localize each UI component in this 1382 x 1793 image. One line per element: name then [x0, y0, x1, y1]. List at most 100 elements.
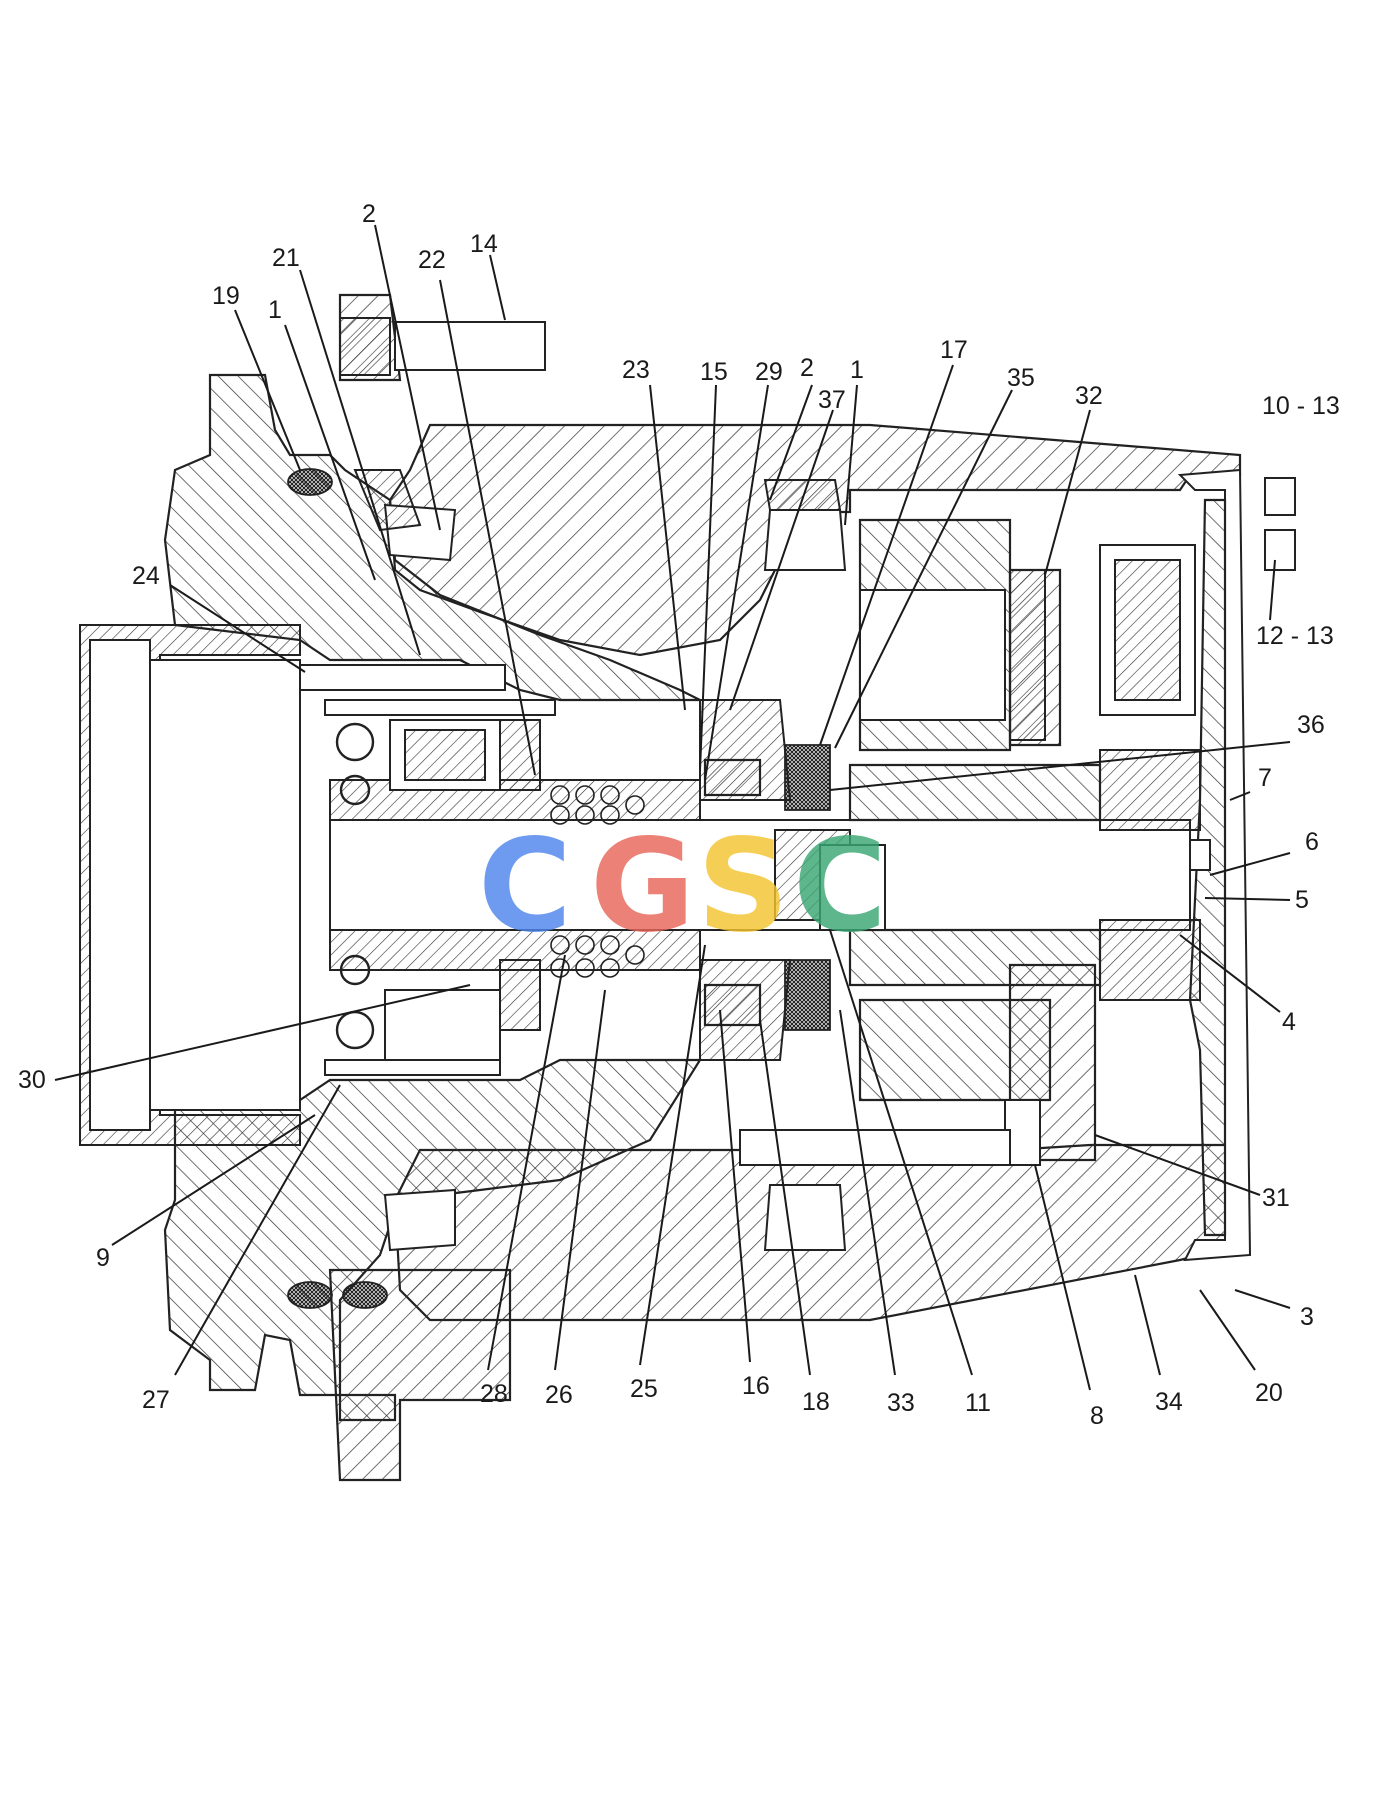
leader-2-top [374, 224, 441, 531]
watermark-letter-c1: C [478, 812, 572, 961]
callout-32: 32 [1075, 382, 1103, 410]
end-cover [1177, 468, 1252, 1262]
central-shaft-assembly [329, 749, 1201, 1001]
callout-27: 27 [142, 1386, 170, 1414]
planet-gear-right-upper-teeth [1114, 559, 1181, 701]
leader-33 [839, 1009, 896, 1376]
leader-21 [299, 269, 421, 656]
leader-34 [1134, 1274, 1161, 1376]
callout-26: 26 [545, 1381, 573, 1409]
inner-ring-upper [499, 719, 541, 791]
planet-spacer-32 [1009, 569, 1046, 741]
callout-21: 21 [272, 244, 300, 272]
leader-5 [1204, 897, 1291, 901]
brake-assembly [699, 699, 886, 1061]
callout-17: 17 [940, 336, 968, 364]
callout-31: 31 [1262, 1184, 1290, 1212]
leader-20 [1199, 1289, 1256, 1371]
leader-15 [699, 384, 717, 771]
callout-11: 11 [965, 1389, 991, 1417]
callout-33: 33 [887, 1389, 915, 1417]
callout-labels: 2 14 21 22 19 1 23 15 29 2 1 17 37 35 32… [18, 200, 1340, 1430]
watermark-letter-s: S [697, 812, 789, 961]
callout-9: 9 [96, 1244, 110, 1272]
callout-8: 8 [1090, 1402, 1104, 1430]
brake-spring-upper [703, 758, 762, 797]
inner-ring-lower [499, 959, 541, 1031]
rod-lower [324, 1059, 501, 1076]
leader-16 [719, 1009, 751, 1363]
motor-block-upper-hatch [404, 729, 486, 781]
spring-balls-upper [550, 785, 645, 825]
callout-20: 20 [1255, 1379, 1283, 1407]
flange-bore-inner [149, 659, 301, 1111]
rod-upper [324, 699, 556, 716]
leader-22 [439, 279, 536, 776]
duo-cone-seal-lower-b [342, 1281, 388, 1309]
duo-cone-seal-lower-a [287, 1281, 333, 1309]
leader-6 [1209, 852, 1291, 876]
callout-34: 34 [1155, 1388, 1183, 1416]
leader-3 [1234, 1289, 1291, 1309]
callout-10-13: 10 - 13 [1262, 392, 1340, 420]
leader-11 [829, 929, 973, 1376]
drain-plug [1189, 839, 1211, 871]
watermark-letter-c2: C [793, 812, 887, 961]
callout-18: 18 [802, 1388, 830, 1416]
callout-15: 15 [700, 358, 728, 386]
spindle-flange-upper [163, 373, 701, 702]
plug-12-13 [1264, 529, 1296, 571]
planet-shaft-lower [739, 1129, 1011, 1166]
callout-36: 36 [1297, 711, 1325, 739]
leader-36 [829, 741, 1291, 791]
sun-gear-carrier [1099, 749, 1201, 831]
callout-14: 14 [470, 230, 498, 258]
brake-discs-lower [784, 959, 831, 1031]
duo-cone-seal-upper [287, 468, 333, 496]
callout-6: 6 [1305, 828, 1319, 856]
watermark-letter-g: G [590, 812, 695, 961]
flange-bore [89, 639, 151, 1131]
tapered-bearing-lower-left [383, 1188, 456, 1252]
brake-spring-lower [703, 983, 762, 1027]
cgsc-watermark: C G S C [478, 812, 887, 961]
callout-35: 35 [1007, 364, 1035, 392]
bearing-cup-upper-mid [763, 479, 842, 511]
leader-1-mid [844, 384, 858, 526]
leader-17 [819, 364, 954, 746]
callout-1-left: 1 [268, 296, 282, 324]
leader-32 [1044, 409, 1091, 576]
leader-18 [759, 1019, 811, 1376]
callout-12-13: 12 - 13 [1256, 622, 1334, 650]
shaft-body-right [848, 763, 1102, 822]
callout-1-mid: 1 [850, 356, 864, 384]
callout-2-mid: 2 [800, 354, 814, 382]
leader-19 [234, 309, 301, 471]
callout-3: 3 [1300, 1303, 1314, 1331]
callout-5: 5 [1295, 886, 1309, 914]
callout-22: 22 [418, 246, 446, 274]
bolt-14-head [339, 317, 391, 376]
pin-24 [299, 664, 506, 691]
leader-14 [489, 254, 506, 321]
leader-30 [54, 984, 471, 1081]
leader-28 [487, 954, 566, 1371]
ball-bearing-lower-a [339, 954, 371, 986]
callout-19: 19 [212, 282, 240, 310]
leader-4 [1179, 934, 1281, 1013]
callout-30: 30 [18, 1066, 46, 1094]
bolt-14 [394, 321, 546, 371]
ball-bearing-upper-a [335, 722, 375, 762]
leader-26 [554, 989, 606, 1371]
callout-23: 23 [622, 356, 650, 384]
leader-37 [729, 409, 834, 711]
left-components [287, 317, 1296, 1309]
plug-10-13 [1264, 477, 1296, 516]
callout-16: 16 [742, 1372, 770, 1400]
callout-29: 29 [755, 358, 783, 386]
leader-12-13 [1269, 559, 1276, 621]
callout-25: 25 [630, 1375, 658, 1403]
leader-23 [649, 384, 686, 711]
leader-25 [639, 944, 706, 1366]
